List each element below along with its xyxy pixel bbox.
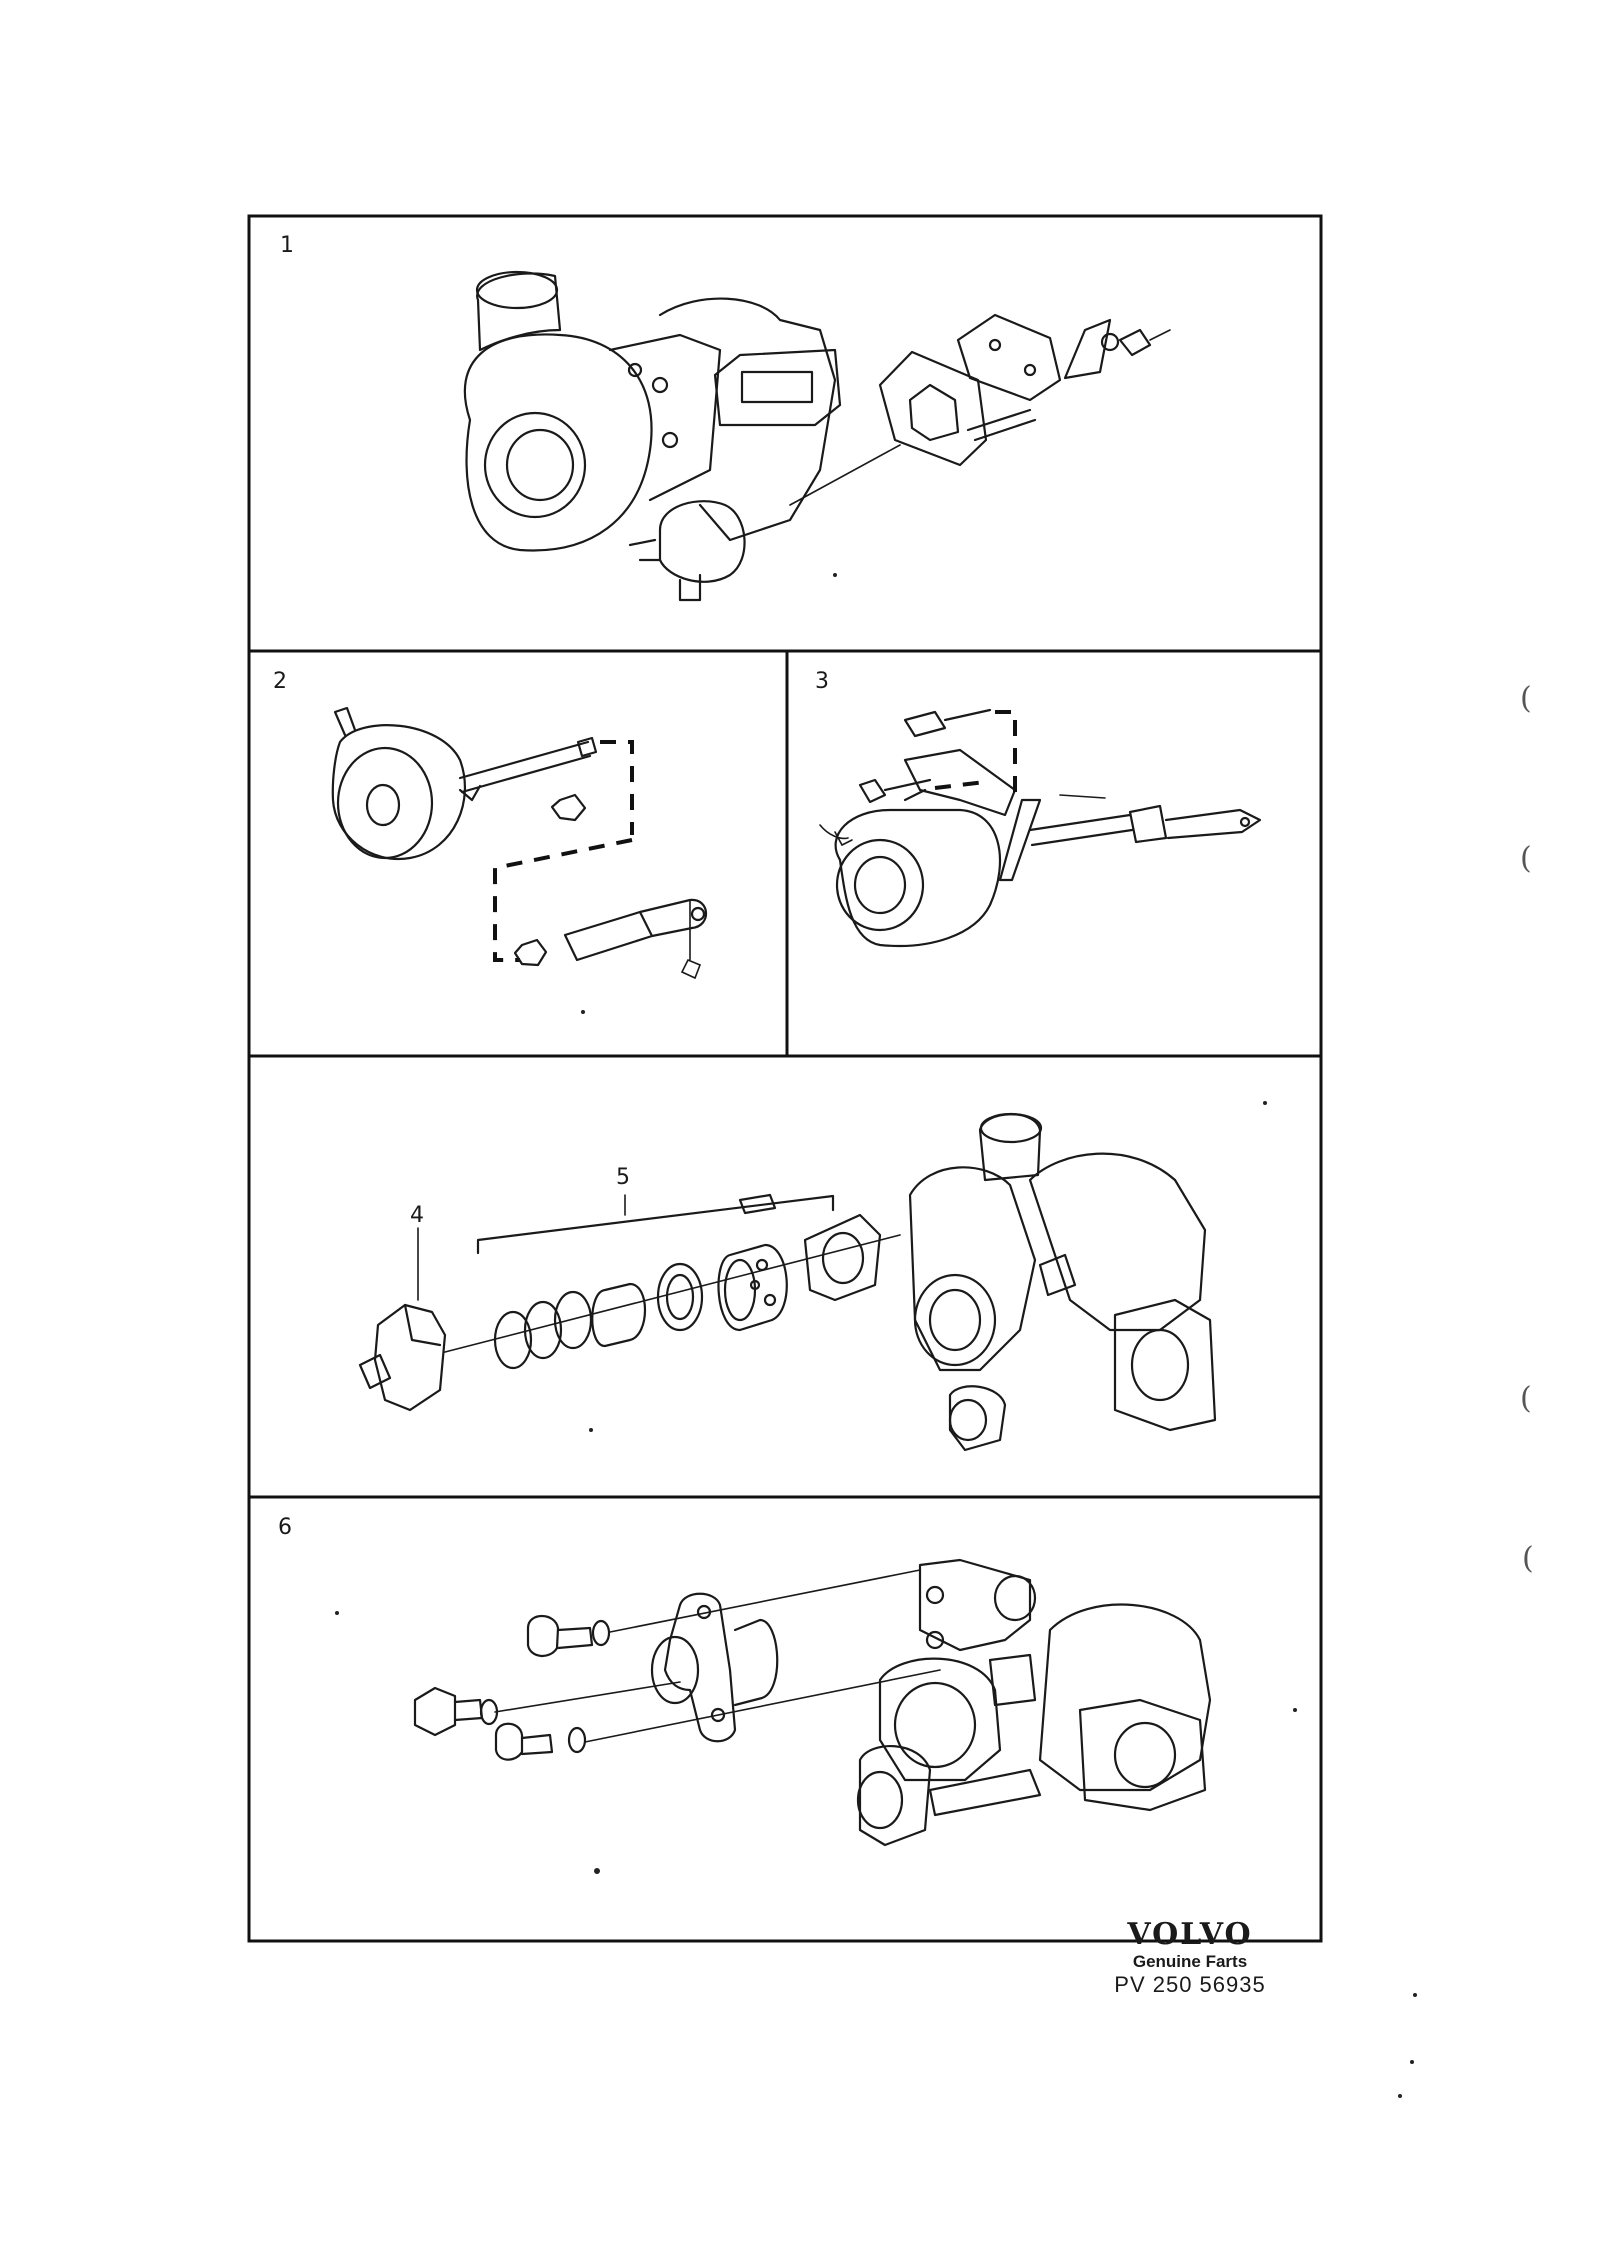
- margin-mark-2: (: [1520, 841, 1532, 876]
- panel-6-label: 6: [278, 1515, 292, 1540]
- callout-5: 5: [616, 1165, 630, 1190]
- panel-4-5: 4 5: [358, 1112, 1217, 1452]
- margin-marks: ( ( ( (: [1520, 681, 1534, 1576]
- brand-footer: VOLVO Genuine Farts PV 250 56935: [1090, 1918, 1290, 1998]
- brand-logo: VOLVO: [1127, 1917, 1253, 1952]
- turbocharger-assembly-drawing: [463, 270, 1171, 602]
- panel-3-label: 3: [815, 669, 829, 694]
- panel-1: 1: [280, 233, 1171, 602]
- panel-3: 3: [815, 669, 1262, 947]
- wastegate-actuator-drawing: [331, 706, 708, 980]
- actuator-flange-drawing: [413, 1558, 1212, 1847]
- margin-mark-3: (: [1520, 1381, 1532, 1416]
- repair-kit-drawing: [358, 1112, 1217, 1452]
- callout-4: 4: [410, 1203, 424, 1228]
- margin-mark-4: (: [1522, 1541, 1534, 1576]
- panel-2: 2: [273, 669, 708, 980]
- panel-6: 6: [278, 1515, 1212, 1847]
- panel-2-label: 2: [273, 669, 287, 694]
- kit-bracket: [476, 1194, 835, 1255]
- brand-tagline: Genuine Farts: [1132, 1952, 1248, 1971]
- panel-1-label: 1: [280, 233, 294, 258]
- margin-mark-1: (: [1520, 681, 1532, 716]
- drawing-code: PV 250 56935: [1114, 1972, 1266, 1997]
- scan-specks: [335, 573, 1417, 2098]
- compressor-housing-drawing: [819, 708, 1262, 947]
- diagram-frame: [247, 214, 1323, 1943]
